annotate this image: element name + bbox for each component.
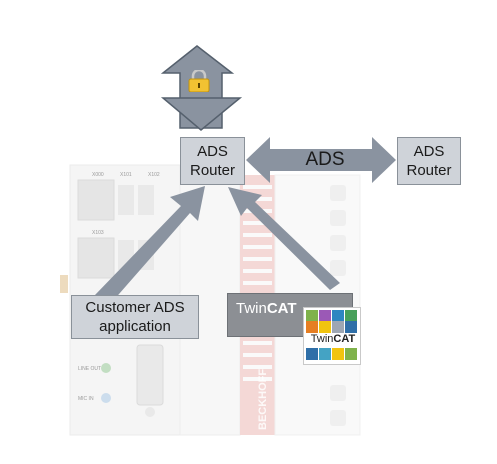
twincat-logo-text: TwinCAT xyxy=(310,333,356,345)
label-port3: X102 xyxy=(148,172,160,178)
twincat-logo-icon: TwinCAT xyxy=(303,307,361,365)
ads-router-center-line2: Router xyxy=(189,162,236,179)
side-latch xyxy=(60,275,68,293)
customer-line2: application xyxy=(99,318,171,335)
brand-label: BECKHOFF xyxy=(257,369,269,430)
label-port2: X101 xyxy=(120,172,132,178)
label-mic-in: MIC IN xyxy=(78,396,94,402)
ads-router-center-line1: ADS xyxy=(197,143,228,160)
label-line-out: LINE OUT xyxy=(78,366,101,372)
label-port1: X000 xyxy=(92,172,104,178)
dvi-connector xyxy=(136,344,164,406)
usb-port-1 xyxy=(118,185,134,215)
customer-line1: Customer ADS xyxy=(85,299,185,316)
label-port4: X103 xyxy=(92,230,104,236)
ads-router-center: ADS Router xyxy=(180,137,245,185)
lock-icon xyxy=(188,70,210,92)
twincat-suffix: CAT xyxy=(266,300,297,317)
audio-jack-green xyxy=(101,363,111,373)
twincat-prefix: Twin xyxy=(236,300,267,317)
ads-router-right: ADS Router xyxy=(397,137,461,185)
audio-jack-blue xyxy=(101,393,111,403)
ethernet-port-1 xyxy=(77,179,115,221)
ads-double-arrow xyxy=(246,137,396,183)
ads-router-right-line1: ADS xyxy=(413,143,445,160)
customer-ads-application: Customer ADS application xyxy=(71,295,199,339)
ads-router-right-line2: Router xyxy=(406,162,452,179)
audio-jack-grey xyxy=(145,407,155,417)
usb-port-2 xyxy=(138,185,154,215)
ads-arrow-label: ADS xyxy=(305,149,345,170)
twincat-to-router-arrow xyxy=(228,187,340,290)
ethernet-port-2 xyxy=(77,237,115,279)
customer-to-router-arrow xyxy=(95,186,205,302)
